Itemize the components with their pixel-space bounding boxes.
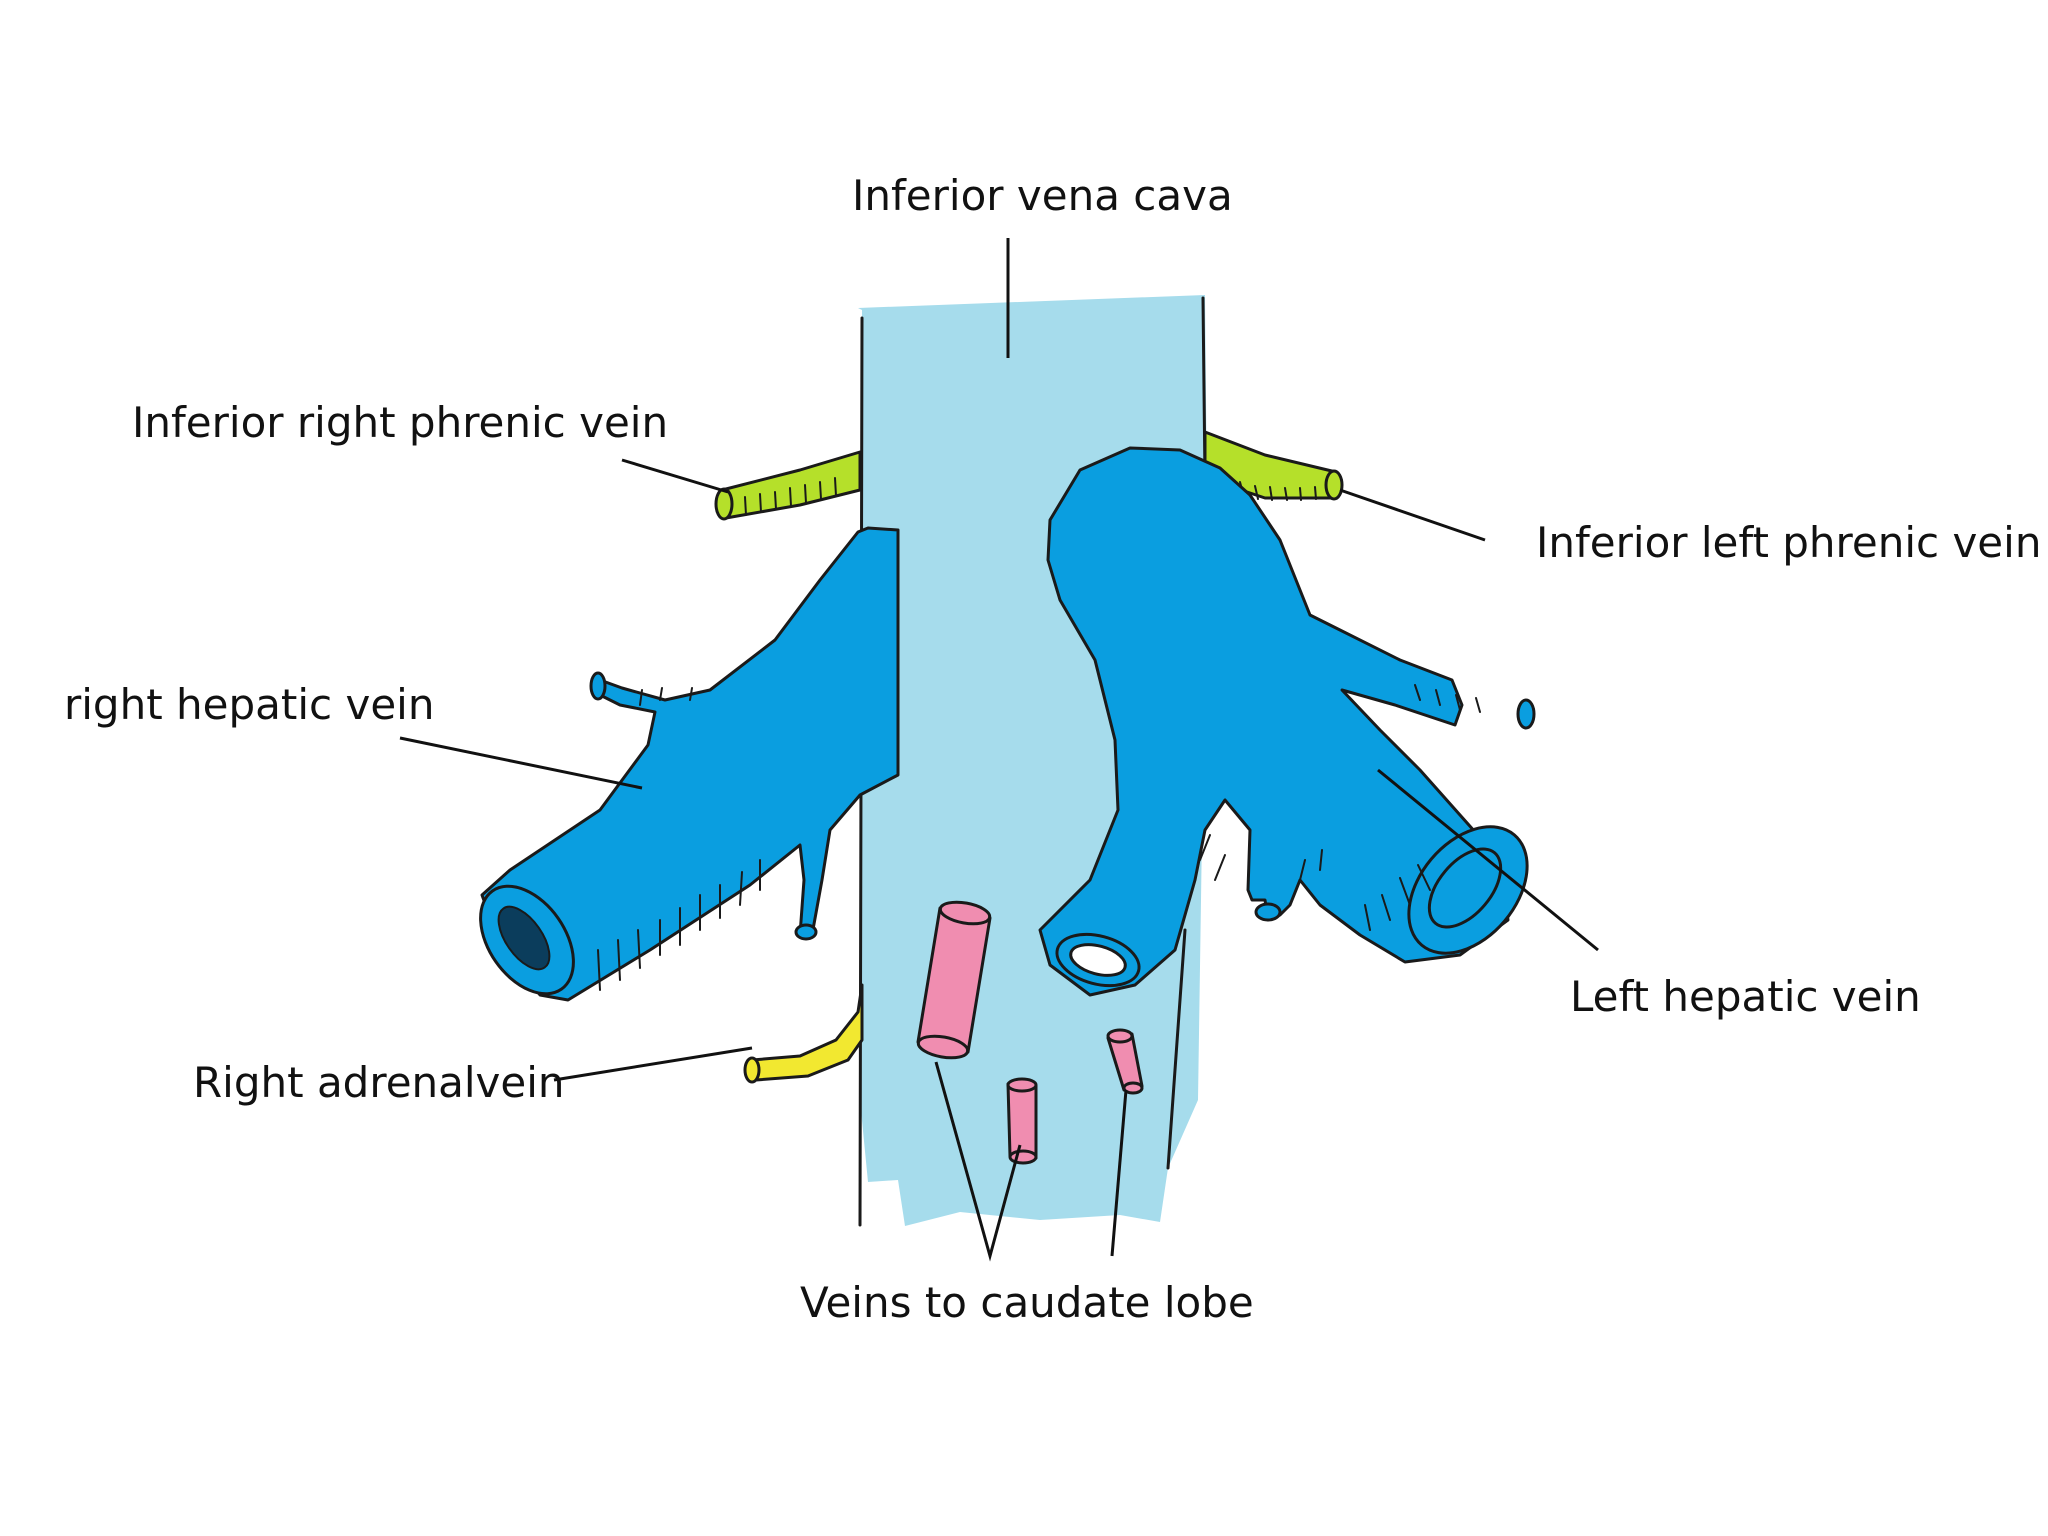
caudate-leader-pair xyxy=(934,1061,1022,1262)
inferior-right-phrenic-vein xyxy=(714,450,862,521)
caudate-vein-small xyxy=(1106,1028,1144,1095)
left-phrenic-leader xyxy=(1339,488,1486,542)
right-hepatic-leader xyxy=(399,736,643,790)
right-adrenal-leader xyxy=(553,1046,753,1082)
left-phrenic-label: Inferior left phrenic vein xyxy=(1536,518,2042,567)
caudate-label: Veins to caudate lobe xyxy=(800,1278,1254,1327)
left-hepatic-vein xyxy=(1038,446,1536,997)
right-hepatic-vein xyxy=(479,526,900,1002)
left-hepatic-leader xyxy=(1377,768,1599,952)
caudate-vein-large xyxy=(916,900,992,1060)
right-phrenic-label: Inferior right phrenic vein xyxy=(132,398,669,447)
right-hepatic-label: right hepatic vein xyxy=(64,680,435,729)
caudate-vein-middle xyxy=(1006,1077,1038,1165)
ivc-label: Inferior vena cava xyxy=(852,171,1233,220)
right-adrenal-vein xyxy=(743,983,864,1084)
left-hepatic-label: Left hepatic vein xyxy=(1570,972,1921,1021)
right-phrenic-leader xyxy=(621,458,729,494)
right-adrenal-label: Right adrenalvein xyxy=(193,1058,565,1107)
caudate-leader-single xyxy=(1110,1089,1128,1257)
